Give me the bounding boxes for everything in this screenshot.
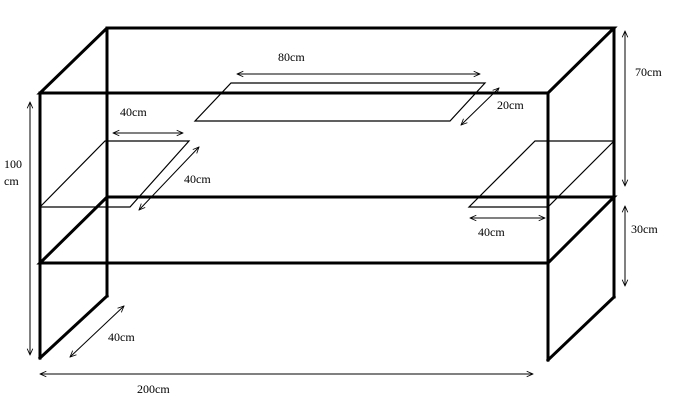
label-top-length: 80cm [278, 50, 305, 64]
label-height-upper: 70cm [635, 65, 662, 79]
right-shelf [467, 140, 616, 208]
label-height-total-unit: cm [4, 174, 19, 188]
label-right-shelf-length: 40cm [478, 225, 505, 239]
left-foot [37, 293, 110, 361]
label-width-bottom: 200cm [137, 382, 170, 396]
right-foot [545, 294, 617, 363]
frame-structure [36, 26, 618, 363]
label-top-width: 20cm [497, 98, 524, 112]
arrow-left-shelf-depth [139, 147, 199, 210]
label-depth-bottom: 40cm [108, 330, 135, 344]
label-height-total-value: 100 [4, 157, 22, 171]
top-panel [193, 82, 487, 122]
panels [38, 82, 616, 208]
dimension-arrows [30, 31, 625, 374]
arrow-depth-bottom [70, 306, 124, 357]
lower-shelf-frame [36, 195, 618, 265]
arrow-top-width [461, 88, 499, 125]
label-left-shelf-length: 40cm [120, 105, 147, 119]
label-height-lower: 30cm [631, 222, 658, 236]
label-left-shelf-depth: 40cm [184, 172, 211, 186]
left-shelf [38, 140, 191, 208]
dimension-labels: 80cm 20cm 40cm 40cm 40cm 100 cm 70cm 30c… [4, 50, 662, 396]
